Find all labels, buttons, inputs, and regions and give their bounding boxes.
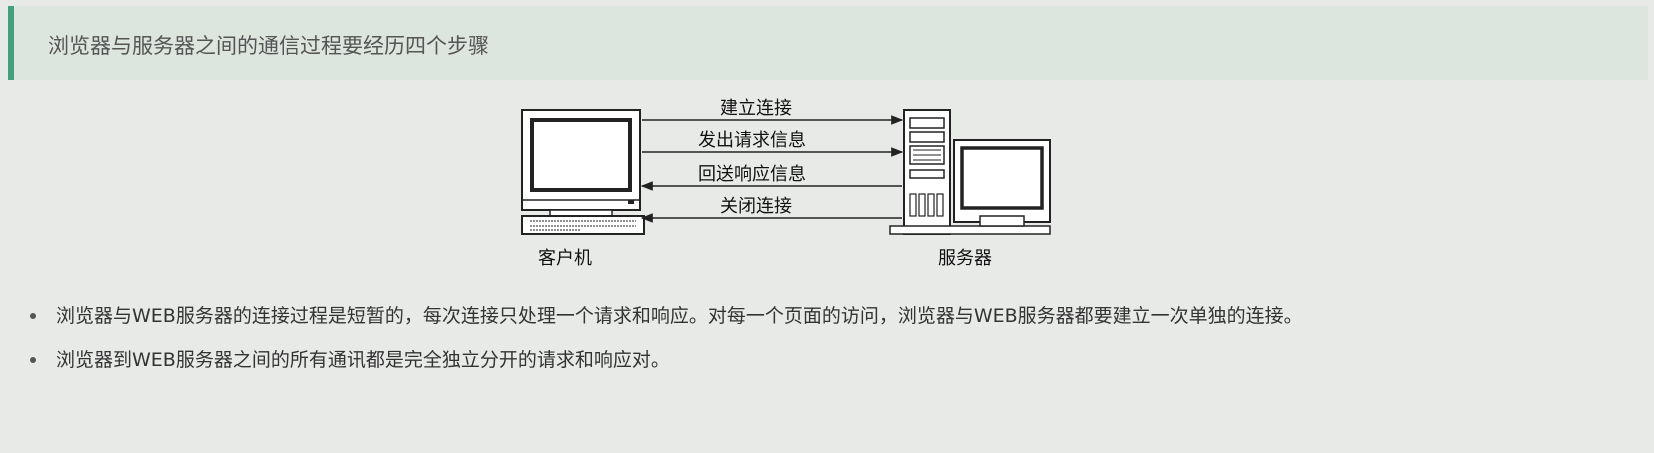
server-label: 服务器 [938,248,992,269]
client-label: 客户机 [538,248,592,269]
step-connect-label: 建立连接 [720,98,792,119]
step-response-label: 回送响应信息 [698,164,806,185]
step-close-label: 关闭连接 [720,196,792,217]
server-icon [889,109,1051,235]
diagram-graphics [521,109,1051,235]
computer-icon [521,109,645,235]
communication-diagram: 建立连接 发出请求信息 回送响应信息 关闭连接 客户机 服务器 [520,88,1120,288]
list-item: 浏览器到WEB服务器之间的所有通讯都是完全独立分开的请求和响应对。 [28,344,1628,376]
bullet-dot-icon [30,313,36,319]
bullet-list: 浏览器与WEB服务器的连接过程是短暂的，每次连接只处理一个请求和响应。对每一个页… [28,300,1628,388]
list-item: 浏览器与WEB服务器的连接过程是短暂的，每次连接只处理一个请求和响应。对每一个页… [28,300,1628,332]
bullet-text: 浏览器与WEB服务器的连接过程是短暂的，每次连接只处理一个请求和响应。对每一个页… [56,305,1303,327]
bullet-dot-icon [30,357,36,363]
step-request-label: 发出请求信息 [698,130,806,151]
callout-text: 浏览器与服务器之间的通信过程要经历四个步骤 [48,34,489,58]
info-callout: 浏览器与服务器之间的通信过程要经历四个步骤 [8,6,1648,80]
bullet-text: 浏览器到WEB服务器之间的所有通讯都是完全独立分开的请求和响应对。 [56,349,670,371]
